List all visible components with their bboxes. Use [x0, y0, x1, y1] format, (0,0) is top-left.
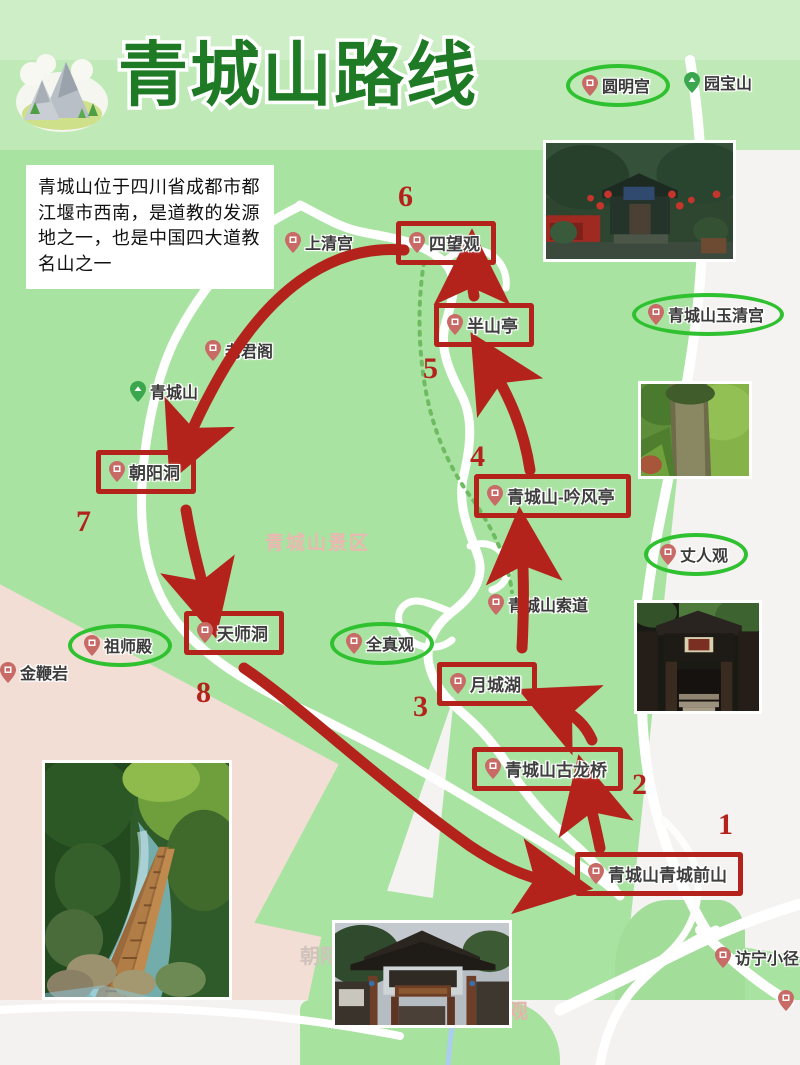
route-stop-label: 天师洞 — [217, 625, 268, 644]
map-pin-green-icon — [130, 380, 146, 402]
map-pin-red-icon — [648, 303, 664, 325]
photo-gate-archway — [332, 920, 512, 1028]
map-pin-red-icon — [488, 593, 504, 615]
poi-label: 青城山索道 — [508, 598, 589, 615]
route-stop-label: 朝阳洞 — [129, 464, 180, 483]
poi-laojunge[interactable]: 老君阁 — [205, 338, 273, 362]
poi-yuanbaoshan[interactable]: 园宝山 — [684, 70, 752, 94]
map-pin-red-icon — [450, 673, 466, 694]
route-stop-5-banshanting[interactable]: 半山亭 — [434, 303, 534, 347]
poi-label: 圆明宫 — [602, 79, 651, 96]
map-pin-red-icon — [109, 461, 125, 482]
route-stop-label: 青城山古龙桥 — [505, 761, 607, 780]
poi-qingchengshan[interactable]: 青城山 — [130, 379, 198, 403]
poi-label: 丈人观 — [680, 548, 729, 565]
map-pin-red-icon — [84, 634, 100, 656]
poi-label: 全真观 — [366, 637, 415, 654]
poi-fangning-trail[interactable]: 访宁小径 — [715, 945, 799, 969]
area-label-guan: 观 — [508, 1001, 528, 1023]
poi-label: 青城山玉清宫 — [668, 308, 765, 325]
photo-forest-rock — [638, 381, 752, 479]
map-pin-red-icon — [205, 339, 221, 361]
poi-jinbianyan[interactable]: 金鞭岩 — [0, 660, 68, 684]
map-pin-red-icon — [582, 74, 598, 96]
area-label-chaoyang: 朝阳 — [300, 946, 340, 968]
photo-stair-pavilion — [634, 600, 762, 714]
poi-circled-quanzhenguan[interactable]: 全真观 — [330, 622, 435, 665]
route-stop-label: 半山亭 — [467, 317, 518, 336]
poi-label: 上清宫 — [305, 236, 354, 253]
area-label-scenic-zone: 青城山景区 — [265, 533, 371, 554]
route-stop-6-siwangguan[interactable]: 四望观 — [396, 221, 496, 265]
route-step-number-1: 1 — [718, 808, 733, 841]
route-stop-8-tianshidong[interactable]: 天师洞 — [184, 611, 284, 655]
route-stop-1-qianshan[interactable]: 青城山青城前山 — [575, 852, 743, 896]
map-pin-red-icon — [715, 946, 731, 968]
description-text: 青城山位于四川省成都市都江堰市西南，是道教的发源地之一，也是中国四大道教名山之一 — [38, 177, 260, 274]
route-step-number-5: 5 — [423, 352, 438, 385]
poi-circled-zushidian[interactable]: 祖师殿 — [68, 624, 173, 667]
poi-label: 园宝山 — [704, 76, 753, 93]
route-stop-label: 四望观 — [429, 235, 480, 254]
poi-circled-yuanminggong[interactable]: 圆明宫 — [566, 64, 671, 107]
map-pin-red-icon — [285, 231, 301, 253]
description-card: 青城山位于四川省成都市都江堰市西南，是道教的发源地之一，也是中国四大道教名山之一 — [26, 165, 274, 290]
map-pin-red-icon — [487, 485, 503, 506]
map-pin-red-icon — [0, 661, 16, 683]
poi-label: 祖师殿 — [104, 639, 153, 656]
route-step-number-2: 2 — [632, 768, 647, 801]
page-title: 青城山路线 — [115, 36, 480, 114]
poi-qingchengshan-cableway[interactable]: 青城山索道 — [488, 592, 588, 616]
mountain-icon — [12, 40, 112, 140]
route-step-number-4: 4 — [470, 440, 485, 473]
header-background-band-top — [0, 0, 800, 60]
poi-circled-zhangrenguan[interactable]: 丈人观 — [644, 533, 749, 576]
map-pin-red-icon — [588, 863, 604, 884]
photo-temple-gate-top — [543, 140, 736, 262]
route-step-number-7: 7 — [76, 505, 91, 538]
map-pin-green-icon — [684, 71, 700, 93]
route-stop-4-yinfengting[interactable]: 青城山-吟风亭 — [474, 474, 631, 518]
poi-label: 访宁小径 — [735, 951, 800, 968]
map-pin-red-icon — [346, 632, 362, 654]
poi-shangqinggong[interactable]: 上清宫 — [285, 230, 353, 254]
map-pin-red-icon — [197, 622, 213, 643]
route-stop-label: 青城山-吟风亭 — [507, 488, 615, 507]
route-stop-3-yuechenghu[interactable]: 月城湖 — [437, 662, 537, 706]
poi-label: 金鞭岩 — [20, 666, 69, 683]
map-pin-red-icon — [409, 232, 425, 253]
map-pin-red-icon — [447, 314, 463, 335]
poi-label: 老君阁 — [225, 344, 274, 361]
route-step-number-6: 6 — [398, 180, 413, 213]
route-stop-7-chaoyangdong[interactable]: 朝阳洞 — [96, 450, 196, 494]
map-pin-red-icon — [485, 758, 501, 779]
route-stop-label: 月城湖 — [470, 676, 521, 695]
route-step-number-3: 3 — [413, 690, 428, 723]
map-pin-red-icon — [778, 990, 794, 1011]
route-stop-2-gulongqiao[interactable]: 青城山古龙桥 — [472, 747, 623, 791]
map-pin-red-icon — [660, 543, 676, 565]
photo-wood-walkway — [42, 760, 232, 1000]
poi-circled-yuqinggong[interactable]: 青城山玉清宫 — [632, 293, 785, 336]
poi-unlabeled-pin[interactable] — [778, 990, 794, 1011]
route-stop-label: 青城山青城前山 — [608, 866, 727, 885]
page-title-text: 青城山路线 — [115, 36, 480, 114]
route-step-number-8: 8 — [196, 676, 211, 709]
poi-label: 青城山 — [150, 385, 199, 402]
